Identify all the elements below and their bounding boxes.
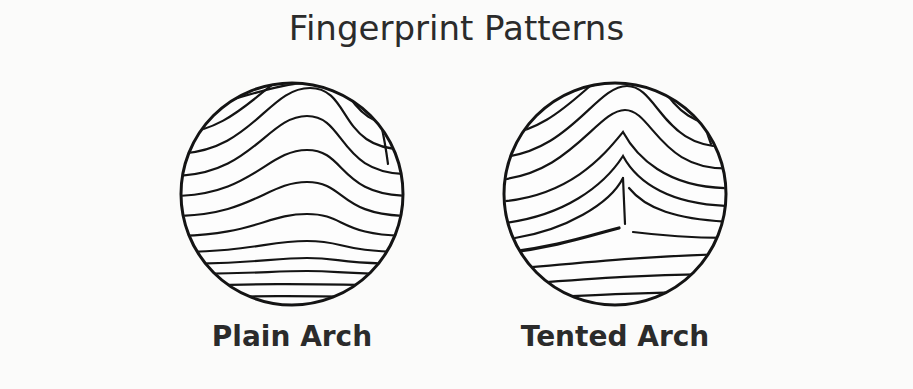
diagram-title: Fingerprint Patterns [0, 8, 913, 48]
pattern-label: Tented Arch [521, 320, 709, 353]
ridge-lines [172, 66, 412, 298]
pattern-label: Plain Arch [212, 320, 372, 353]
plain-arch-print [172, 66, 412, 305]
tented-arch-print [495, 64, 735, 305]
ridge-lines [495, 64, 735, 300]
